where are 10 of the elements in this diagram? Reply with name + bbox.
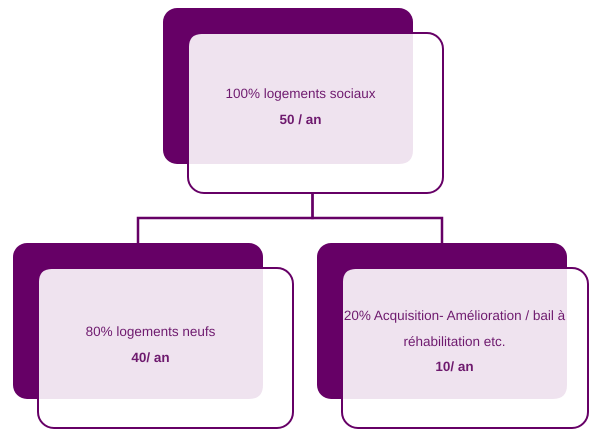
category-text: 80% logements neufs (86, 322, 216, 341)
org-chart-card (317, 243, 589, 430)
category-text: 20% Acquisition- Amélioration / bail à réhabilitation etc. (342, 307, 566, 351)
rate-per-year-text: 40/ an (131, 348, 170, 366)
rate-per-year-text: 10/ an (435, 358, 474, 376)
org-chart-card (13, 243, 295, 430)
connector-line (311, 193, 444, 243)
org-chart-card (163, 8, 445, 195)
category-text: 100% logements sociaux (225, 84, 376, 103)
rate-per-year-text: 50 / an (279, 110, 322, 128)
